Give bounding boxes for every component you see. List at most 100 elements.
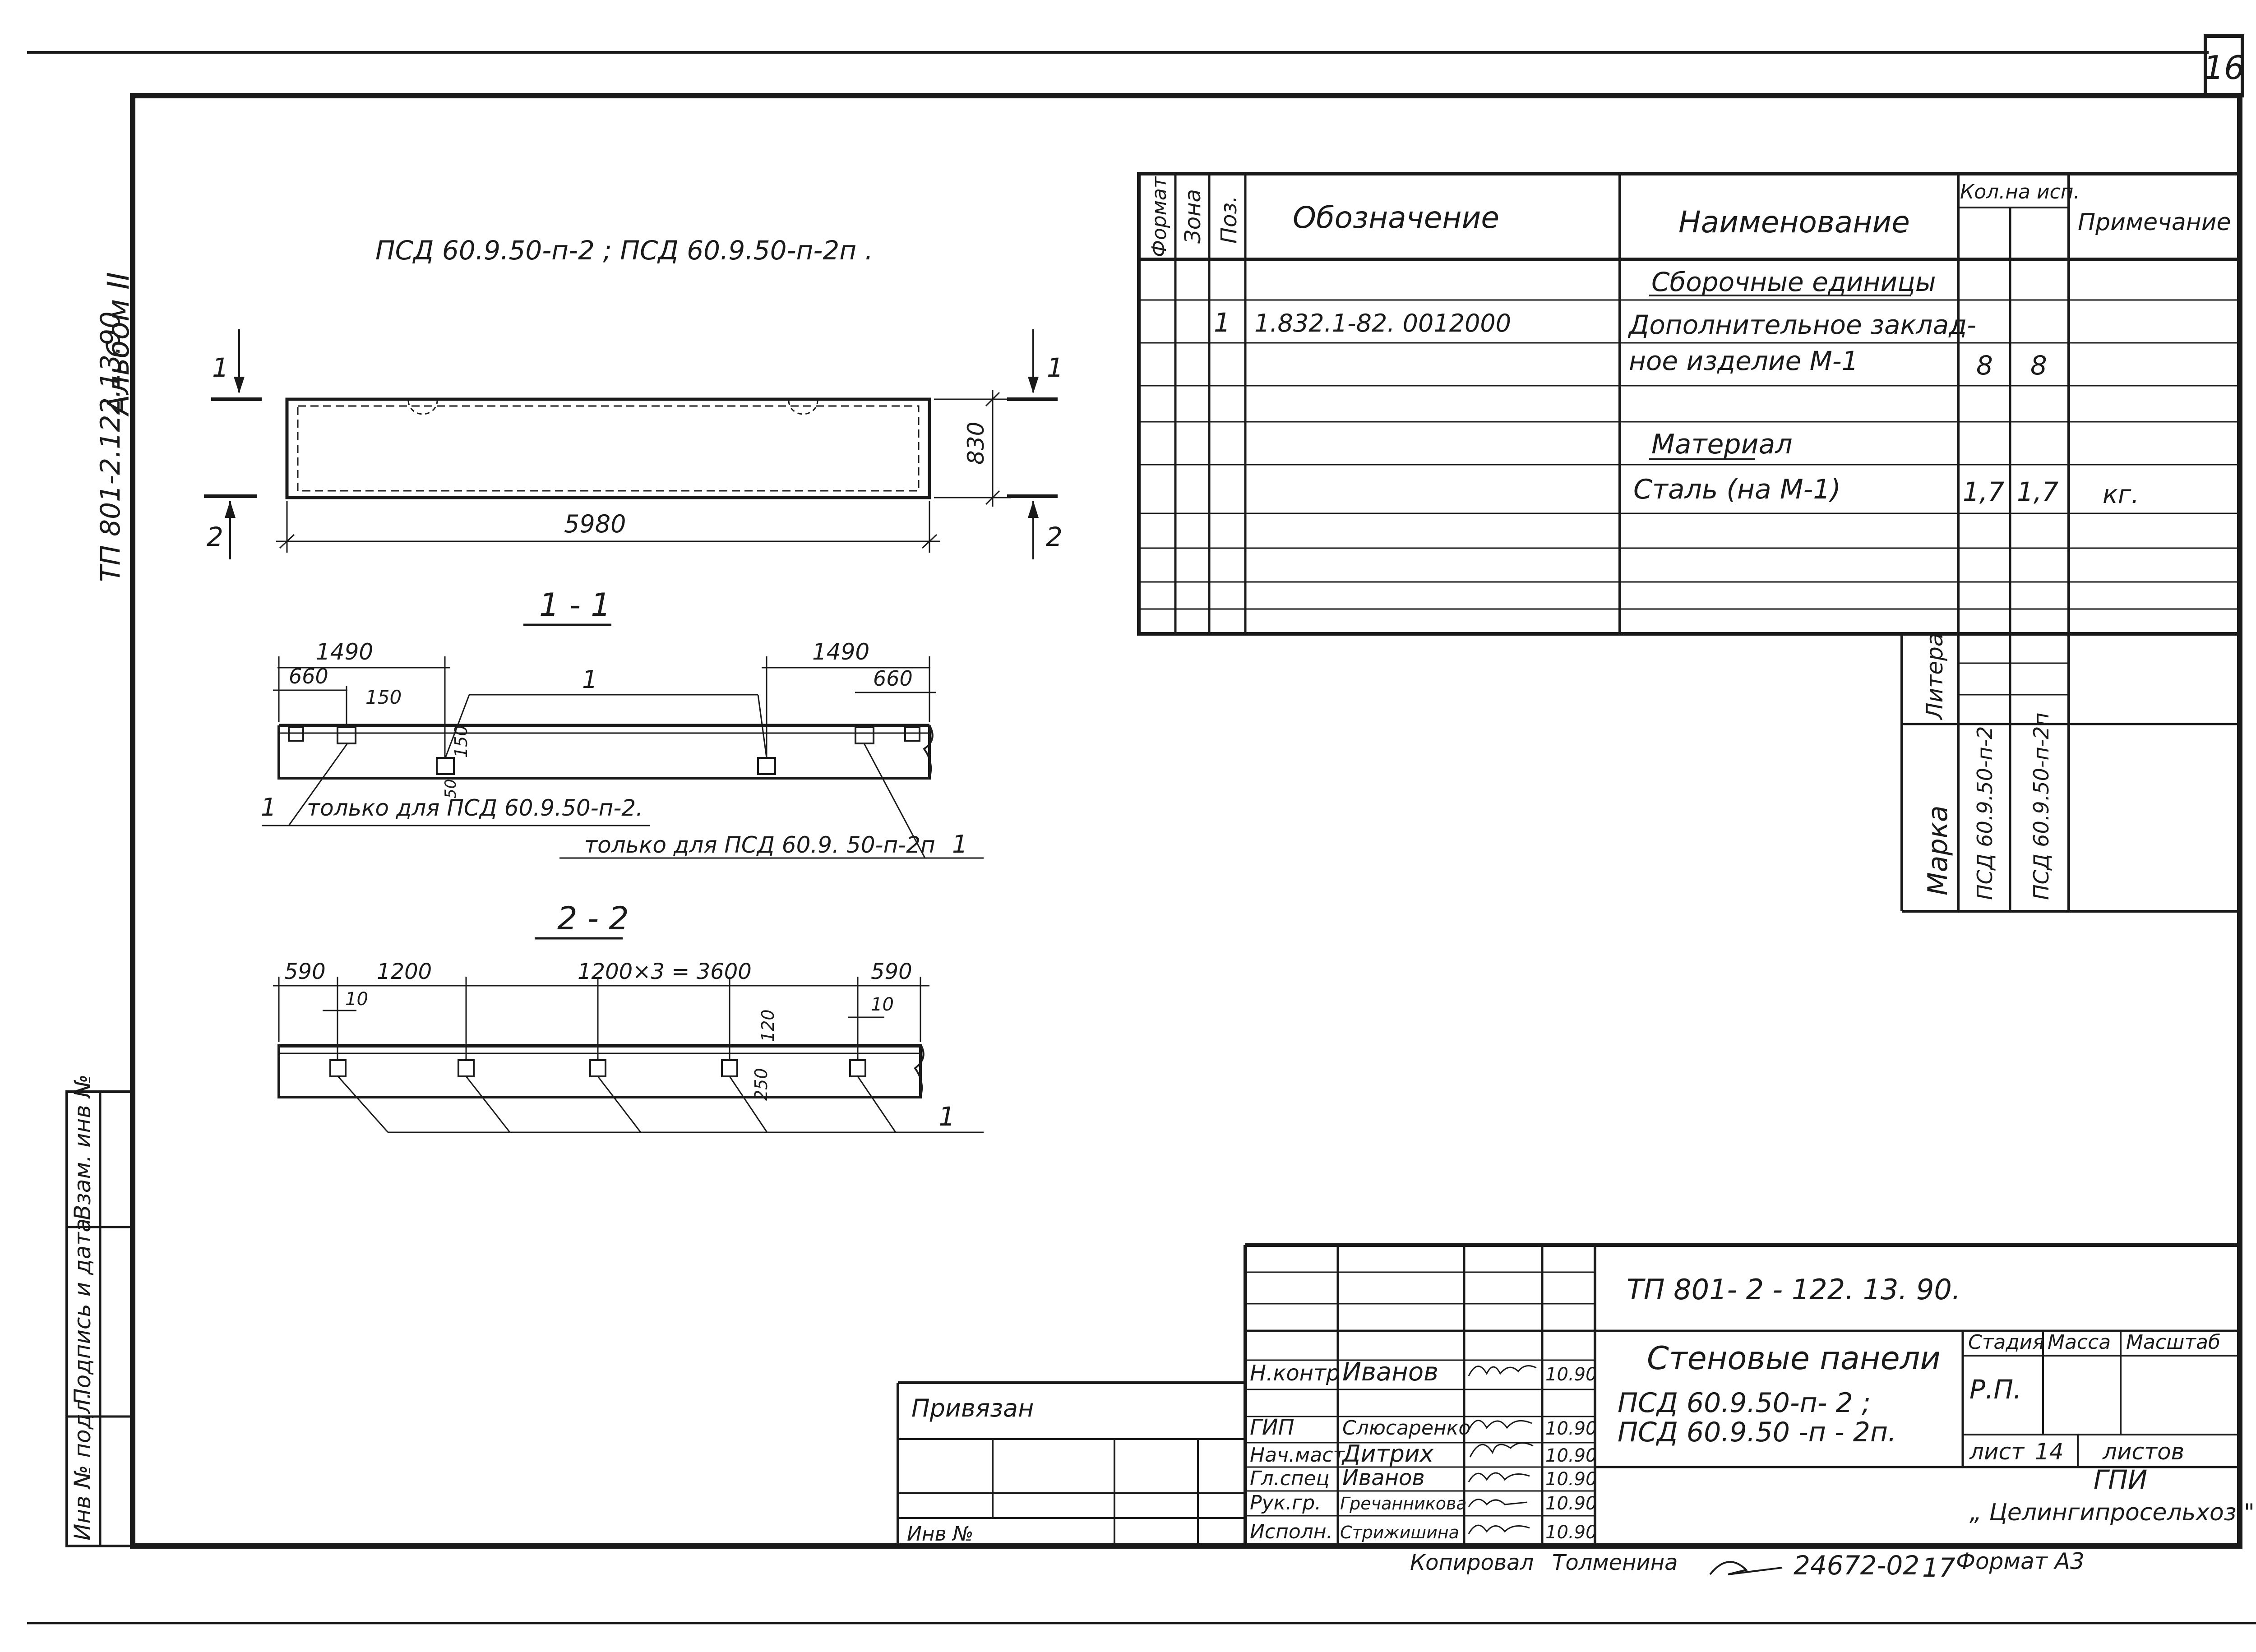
embedded-plate	[436, 757, 455, 775]
section11-dim: 50	[442, 779, 460, 798]
copied-label: Копировал	[1410, 1550, 1534, 1575]
panel-outline	[285, 397, 931, 499]
spec-row-qty1: 8	[1976, 350, 1993, 381]
signer-date: 10.90	[1545, 1364, 1597, 1385]
signer-role: Рук.гр.	[1250, 1491, 1321, 1514]
section22-dim: 1200×3 = 3600	[578, 959, 752, 984]
spec-row-name: Сталь (на М-1)	[1633, 474, 1841, 505]
section-1-1: 1 - 1 1490 660 150 1490 660 150 50 1 1	[261, 586, 984, 859]
embedded-plate	[337, 726, 356, 744]
spec-header-zone: Зона	[1180, 189, 1206, 244]
spec-row-lines	[1139, 299, 2240, 610]
signer-name: Стрижишина	[1340, 1523, 1459, 1542]
section22-item-label: 1	[938, 1101, 955, 1132]
height-dim: 830	[963, 422, 989, 465]
panel-inner-contour	[297, 405, 920, 492]
section22-title: 2 - 2	[557, 900, 629, 937]
section22-dim: 590	[871, 959, 912, 984]
title-line2: ПСД 60.9.50-п- 2 ;	[1618, 1387, 1871, 1419]
section11-dim: 150	[451, 725, 471, 758]
section11-dim: 660	[873, 666, 913, 691]
inv-podl-label: Инв № подл.	[69, 1392, 96, 1541]
mark1-label: ПСД 60.9.50-п-2	[1973, 726, 1997, 900]
footer: Копировал Толменина 24672-02 17 Формат А…	[1410, 1548, 2085, 1583]
spec-table-frame	[1137, 172, 2242, 636]
lifting-loop-recess	[407, 400, 438, 415]
spec-row-name: Сборочные единицы	[1651, 267, 1936, 297]
signature-mark	[1468, 1472, 1530, 1482]
left-stamp-strip: Инв № подл. Подпись и дата Взам. инв №	[65, 1074, 134, 1547]
signature-mark	[1469, 1442, 1534, 1458]
embedded-plate	[458, 1059, 475, 1077]
lifting-loop-recess	[788, 400, 818, 415]
signer-name: Иванов	[1342, 1357, 1438, 1387]
section11-body	[277, 725, 931, 780]
spec-header-qty: Кол.на исп.	[1960, 180, 2080, 203]
section-2-2: 2 - 2 590 1200 1200×3 = 3600 590 10 10 1…	[273, 900, 984, 1133]
cut1-right-arrowhead	[1028, 377, 1039, 393]
spec-header-note: Примечание	[2078, 209, 2231, 236]
spec-row-name: ное изделие М-1	[1629, 346, 1858, 376]
note1-pos: 1	[261, 793, 276, 821]
sheet-value: 14	[2035, 1439, 2064, 1465]
cut1-left-number: 1	[212, 352, 229, 383]
signer-role: Исполн.	[1250, 1520, 1333, 1543]
cut2-left-arrowhead	[225, 501, 236, 518]
signer-role: Нач.маст	[1250, 1444, 1345, 1467]
spec-row-note: кг.	[2103, 480, 2139, 509]
cut2-right-arrowhead	[1028, 501, 1039, 518]
signer-role: Гл.спец	[1250, 1467, 1330, 1490]
embedded-plate	[721, 1059, 738, 1077]
signer-name: Дитрих	[1341, 1440, 1434, 1467]
sheets-label: листов	[2102, 1439, 2184, 1465]
title-line1: Стеновые панели	[1647, 1340, 1941, 1377]
footer-number: 24672-02	[1794, 1550, 1919, 1581]
privyazan-label: Привязан	[911, 1394, 1034, 1422]
stage-label: Стадия	[1968, 1331, 2044, 1354]
embedded-plate	[288, 726, 304, 742]
section22-dim: 250	[751, 1068, 771, 1101]
album-label: Альбом II	[101, 272, 136, 417]
copier-name: Толменина	[1552, 1550, 1678, 1575]
signer-name: Гречанникова	[1340, 1494, 1467, 1514]
vertical-doc-code: ТП 801-2.122.13.90	[95, 311, 126, 582]
spec-header-pos: Поз.	[1216, 196, 1242, 244]
org-line2: „ Целингипросельхоз "	[1969, 1499, 2255, 1526]
signer-role: ГИП	[1250, 1415, 1294, 1440]
leader-line	[444, 694, 470, 758]
section11-title: 1 - 1	[539, 586, 611, 623]
section22-dim: 1200	[377, 959, 432, 984]
cut1-right-number: 1	[1047, 352, 1063, 383]
dim-tick	[279, 534, 295, 549]
scale-label: Масштаб	[2126, 1331, 2220, 1354]
cut2-left-number: 2	[207, 521, 223, 552]
section22-dim: 120	[758, 1009, 778, 1042]
signature-mark	[1468, 1524, 1530, 1534]
inv-label: Инв №	[907, 1523, 973, 1546]
specification-table: Формат Зона Поз. Обозначение Наименовани…	[1137, 172, 2242, 913]
embedded-plate	[589, 1059, 606, 1077]
signer-date: 10.90	[1545, 1469, 1597, 1490]
spec-row-qty1: 1,7	[1963, 476, 2004, 507]
marka-label: Марка	[1922, 805, 1954, 895]
leader-line	[597, 1076, 642, 1133]
title-line3: ПСД 60.9.50 -п - 2п.	[1618, 1417, 1896, 1448]
section22-dim: 10	[871, 994, 894, 1015]
signer-date: 10.90	[1545, 1445, 1597, 1466]
mass-label: Масса	[2048, 1331, 2111, 1354]
section11-dim: 1490	[812, 639, 869, 665]
copier-signature-mark	[1709, 1561, 1783, 1575]
dim-tick	[921, 534, 938, 549]
spec-row-name: Дополнительное заклад-	[1627, 309, 1976, 340]
panel-marks-heading: ПСД 60.9.50-п-2 ; ПСД 60.9.50-п-2п .	[375, 235, 873, 266]
leader-line	[729, 1076, 768, 1133]
cut1-left-arrowhead	[234, 377, 245, 393]
signature-mark	[1468, 1365, 1537, 1376]
leader-line	[465, 1076, 511, 1133]
spec-header-designation: Обозначение	[1293, 200, 1499, 235]
section22-body	[277, 1044, 922, 1098]
section22-dim: 590	[284, 959, 326, 984]
footer-format: Формат А3	[1956, 1548, 2085, 1574]
note2-pos: 1	[952, 830, 967, 858]
spec-row-designation: 1.832.1-82. 0012000	[1254, 309, 1511, 337]
